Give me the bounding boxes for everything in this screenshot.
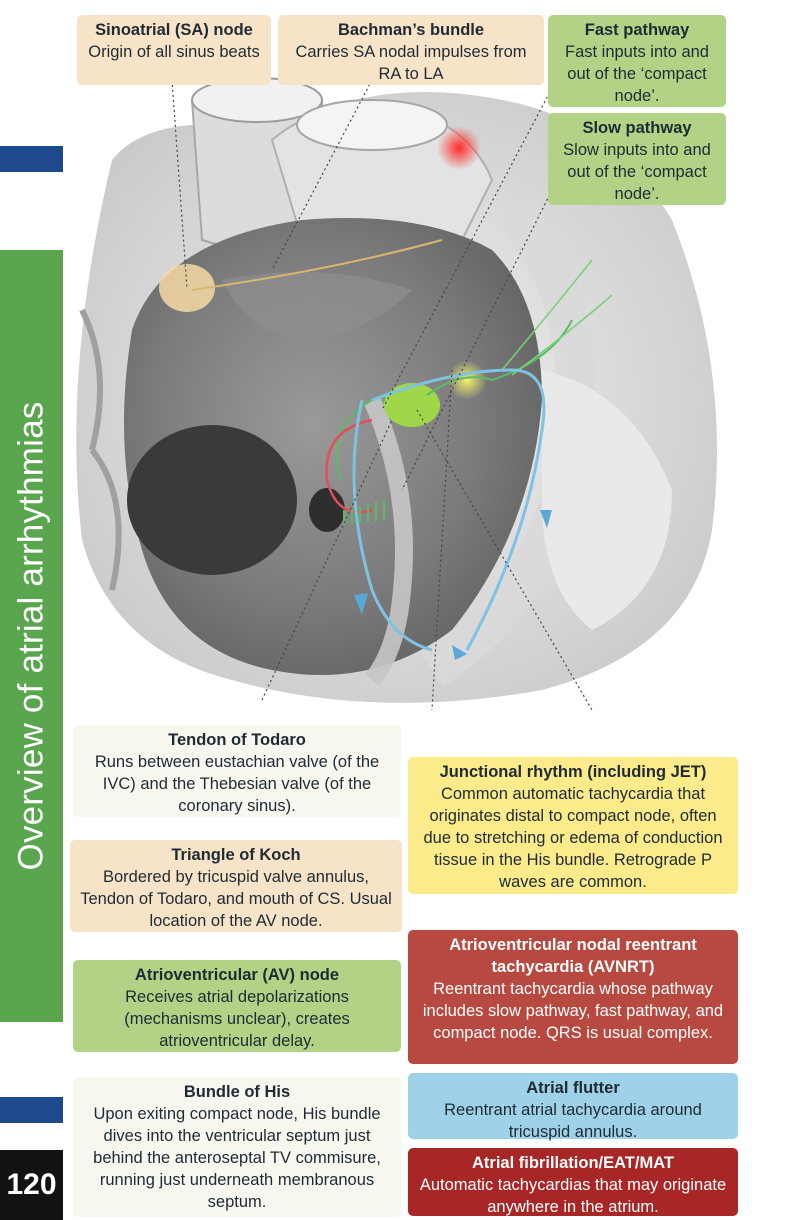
his-bundle-glow <box>447 360 487 400</box>
section-tab-marker-bottom <box>0 1097 63 1123</box>
heart-illustration <box>76 77 718 710</box>
flutter-circuit <box>352 368 546 652</box>
label-tendon-of-todaro: Tendon of Todaro Runs between eustachian… <box>73 725 401 817</box>
leader-lines <box>171 79 593 710</box>
sidebar-title: Overview of atrial arrhythmias <box>11 401 51 871</box>
label-sa-node: Sinoatrial (SA) node Origin of all sinus… <box>77 15 271 85</box>
label-fast-pathway: Fast pathway Fast inputs into and out of… <box>548 15 726 107</box>
sa-node-marker <box>159 264 215 312</box>
label-av-node: Atrioventricular (AV) node Receives atri… <box>73 960 401 1052</box>
label-avnrt: Atrioventricular nodal reentrant tachyca… <box>408 930 738 1064</box>
slow-pathway-hatch <box>343 500 385 525</box>
section-tab-marker-top <box>0 146 63 172</box>
label-atrial-flutter: Atrial flutter Reentrant atrial tachycar… <box>408 1073 738 1141</box>
coronary-sinus-opening <box>309 488 345 532</box>
label-slow-pathway: Slow pathway Slow inputs into and out of… <box>548 113 726 205</box>
label-bachmann-bundle: Bachman’s bundle Carries SA nodal impuls… <box>278 15 544 85</box>
label-bundle-of-his: Bundle of His Upon exiting compact node,… <box>73 1077 401 1217</box>
ivc-opening <box>127 425 297 575</box>
sidebar-band <box>0 250 63 1022</box>
left-atrium-focus <box>437 126 481 170</box>
tricuspid-annulus <box>363 396 413 686</box>
label-junctional-rhythm: Junctional rhythm (including JET) Common… <box>408 757 738 894</box>
page-number: 120 <box>0 1150 63 1220</box>
label-atrial-fibrillation: Atrial fibrillation/EAT/MAT Automatic ta… <box>408 1148 738 1216</box>
av-node-marker <box>384 383 440 427</box>
label-triangle-of-koch: Triangle of Koch Bordered by tricuspid v… <box>70 840 402 932</box>
bachmann-bundle-line <box>191 239 443 291</box>
